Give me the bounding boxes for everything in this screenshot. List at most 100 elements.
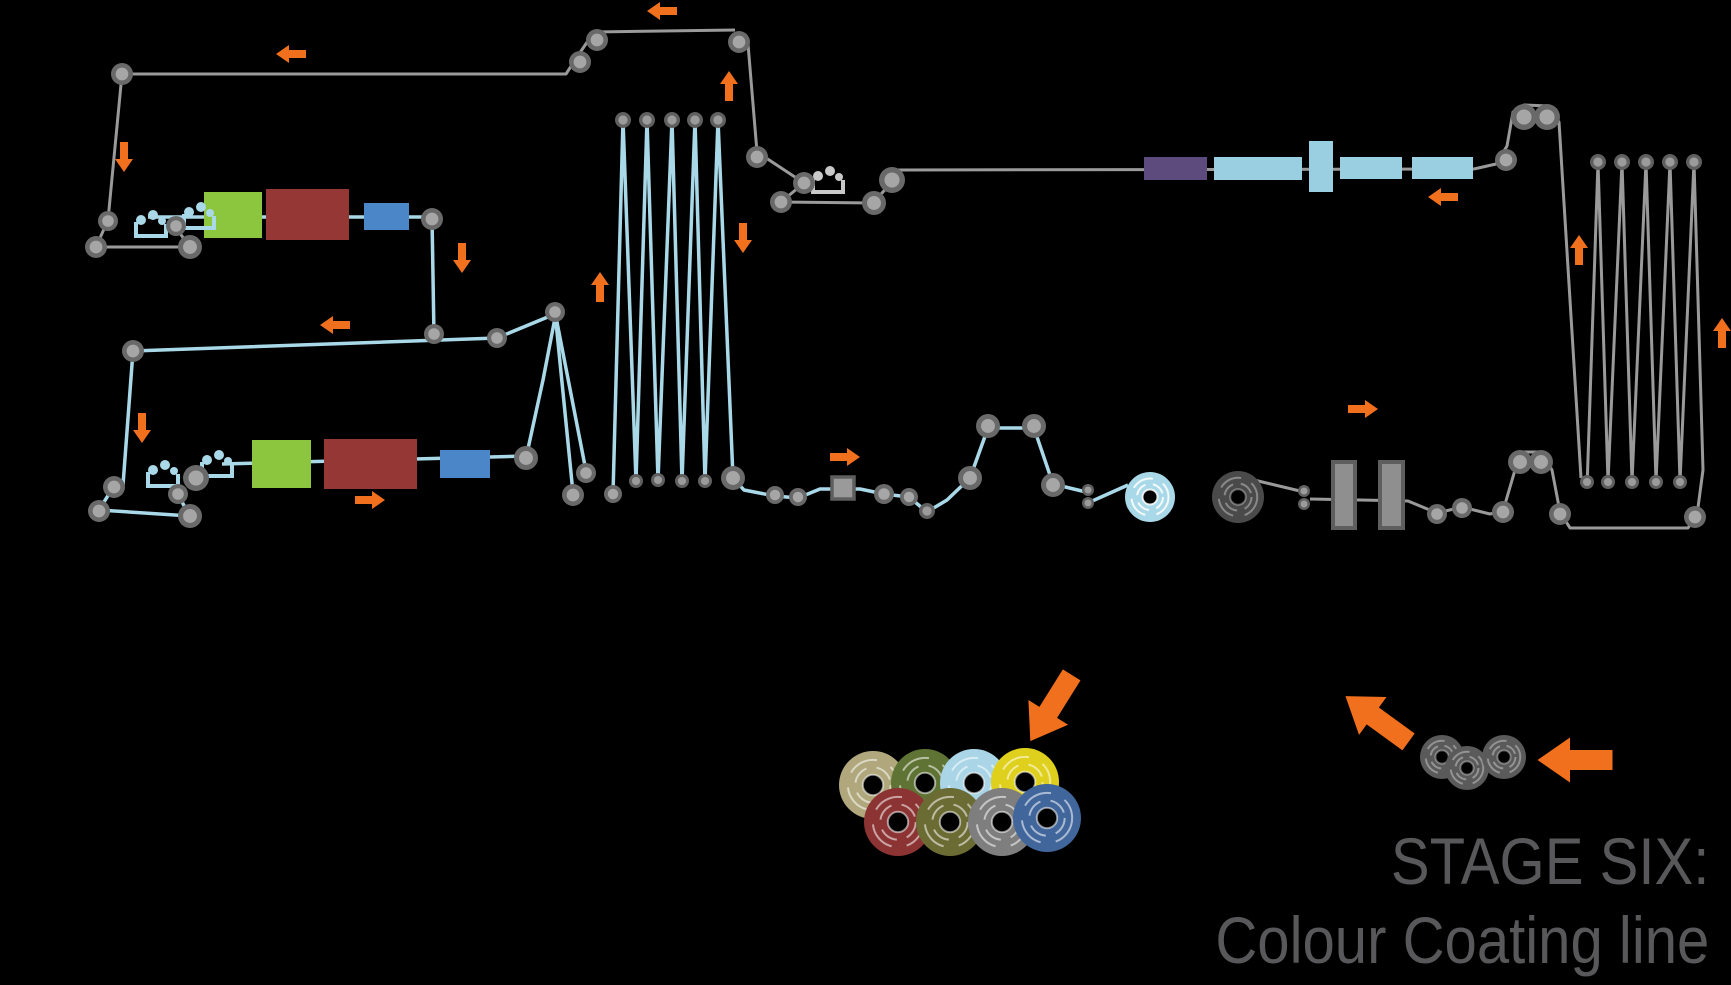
- roller: [639, 112, 655, 128]
- coated-coil-bore: [887, 811, 909, 833]
- recoiler-coil-bore-rim: [1141, 488, 1159, 506]
- roller: [770, 191, 792, 213]
- bare-steel-coil-winding: [1449, 750, 1485, 786]
- stage-caption-line1: STAGE SIX:: [1390, 824, 1709, 898]
- coated-coil-bore-rim: [913, 771, 937, 795]
- coated-coil-bore: [963, 772, 985, 794]
- roller-core: [425, 212, 439, 226]
- roller: [1649, 475, 1663, 489]
- roller: [721, 466, 745, 490]
- roller: [664, 112, 680, 128]
- coated-coil-bore-rim: [861, 773, 885, 797]
- flow-arrow: [1028, 669, 1081, 742]
- flow-arrow: [453, 243, 471, 273]
- roller-core: [769, 489, 781, 501]
- roller: [710, 112, 726, 128]
- bare-steel-coil-bore: [1497, 750, 1511, 764]
- flow-arrow: [355, 491, 385, 509]
- roller-core: [89, 240, 103, 254]
- bare-steel-coil-winding: [1486, 739, 1522, 775]
- roller: [1082, 497, 1094, 509]
- recoiler-coil-winding: [1136, 483, 1164, 511]
- roller: [569, 51, 591, 73]
- flow-arrow: [1348, 400, 1378, 418]
- treatment-tank-roll: [158, 217, 166, 225]
- roller: [1452, 498, 1472, 518]
- roller-core: [172, 488, 184, 500]
- roller-core: [183, 240, 197, 254]
- roller-core: [170, 220, 182, 232]
- flow-arrow: [1537, 737, 1613, 783]
- roller-core: [183, 509, 197, 523]
- bare-steel-coil: [1445, 746, 1489, 790]
- roller-core: [1084, 486, 1092, 494]
- roller: [98, 211, 118, 231]
- roller: [1495, 149, 1517, 171]
- roller: [1684, 506, 1706, 528]
- strip-welder-roll: [825, 166, 835, 176]
- bare-steel-coil: [1482, 735, 1526, 779]
- roller-core: [1534, 455, 1548, 469]
- bare-steel-coil-bore: [1435, 750, 1449, 764]
- roller: [1041, 473, 1065, 497]
- roller: [1298, 498, 1310, 510]
- roller: [958, 466, 982, 490]
- roller-core: [618, 115, 628, 125]
- strip-segment-blue: [553, 311, 588, 472]
- flow-arrow: [276, 45, 306, 63]
- roller: [421, 208, 443, 230]
- roller-core: [1689, 157, 1699, 167]
- roller-core: [750, 150, 764, 164]
- strip-segment-blue: [1089, 483, 1129, 504]
- treatment-tank-roll: [214, 450, 224, 460]
- uncoiler-coil-winding: [1217, 476, 1259, 518]
- flow-arrow: [591, 272, 609, 302]
- roller-core: [573, 55, 587, 69]
- roller-core: [713, 115, 723, 125]
- roller: [183, 465, 209, 491]
- uncoiler-coil-winding: [1223, 482, 1253, 512]
- roller-core: [1665, 157, 1675, 167]
- coated-coil-winding: [931, 803, 969, 841]
- coated-coil-winding: [998, 755, 1052, 809]
- coated-coil-bore: [1014, 771, 1036, 793]
- roller: [1511, 104, 1537, 130]
- strip-welder-roll: [813, 171, 823, 181]
- strip-welder: [811, 166, 845, 194]
- strip-segment-blue: [496, 312, 556, 340]
- roller: [1508, 450, 1532, 474]
- coated-coil-bore-rim: [990, 810, 1014, 834]
- roller: [1590, 154, 1606, 170]
- rollers: [85, 29, 1706, 528]
- roller-core: [884, 172, 900, 188]
- roller-core: [126, 344, 140, 358]
- roller: [514, 446, 538, 470]
- treatment-tank-roll: [148, 210, 158, 220]
- coated-coil-bore-rim: [886, 810, 910, 834]
- coated-coil-bore: [914, 772, 936, 794]
- roller-core: [690, 115, 700, 125]
- treatment-tank: [134, 210, 168, 238]
- treatment-tank-bracket: [134, 222, 168, 238]
- flow-arrow: [720, 71, 738, 101]
- roller-core: [726, 471, 740, 485]
- flow-arrow: [647, 2, 677, 20]
- strip-segment-blue: [97, 485, 192, 518]
- bare-steel-coil-bore: [1460, 761, 1474, 775]
- flow-arrow: [133, 413, 151, 443]
- coated-coil-bore-rim: [1035, 806, 1059, 830]
- roller-core: [922, 506, 932, 516]
- process-tower-box: [1309, 141, 1333, 192]
- coated-coil-bore: [1036, 807, 1058, 829]
- roller: [919, 503, 935, 519]
- roller-core: [963, 471, 977, 485]
- roller-core: [428, 328, 440, 340]
- roller: [1298, 485, 1310, 497]
- strip-segment-blue: [611, 118, 735, 495]
- strip-segment-gray: [1473, 103, 1583, 479]
- inspection-unit: [830, 475, 856, 501]
- roller-core: [1499, 153, 1513, 167]
- roller: [1625, 475, 1639, 489]
- roller: [1614, 154, 1630, 170]
- roller-core: [792, 491, 804, 503]
